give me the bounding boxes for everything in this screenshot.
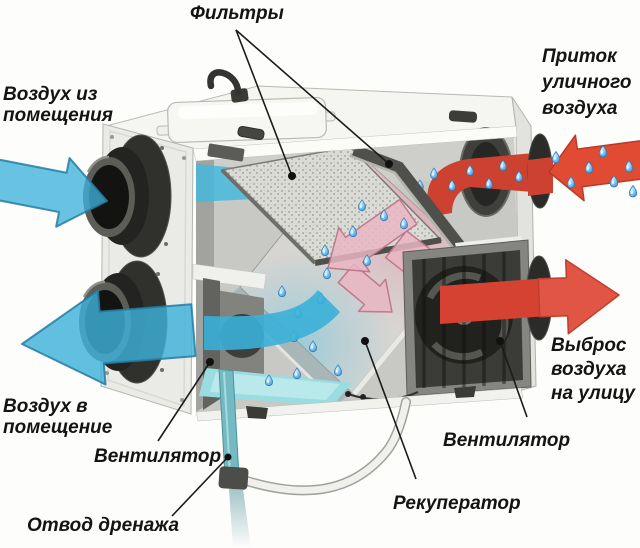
label-line: воздуха (551, 359, 627, 380)
label-line: Приток (542, 46, 617, 67)
leader-fan-right (499, 340, 528, 418)
exhaust-stream-through-fan (440, 278, 548, 324)
label-line: помещение (3, 417, 113, 438)
top-duct (83, 134, 172, 258)
lower-left-chamber (192, 263, 352, 410)
electrical-box (156, 69, 478, 162)
label-line: Воздух в (3, 396, 88, 417)
label-line: уличного (542, 72, 632, 93)
power-cable (207, 69, 242, 96)
label-air-from-room: Воздух из помещения (3, 84, 113, 126)
label-line: Выброс (551, 335, 627, 356)
label-drain-outlet: Отвод дренажа (27, 515, 180, 536)
label-line: воздуха (542, 98, 618, 119)
label-recuperator: Рекуператор (393, 493, 521, 514)
leader-filters-left (235, 29, 293, 177)
room-air-in-arrow (0, 157, 108, 228)
label-air-exhaust: Выброс воздуха на улицу (551, 334, 635, 406)
street-air-out-arrow (537, 259, 620, 335)
room-air-out-arrow (21, 289, 197, 386)
label-line: Воздух из (3, 84, 98, 105)
condensate-tray (199, 368, 352, 406)
leader-filters-right (235, 29, 390, 165)
label-air-to-room: Воздух в помещение (3, 396, 112, 438)
unit-foot-right (454, 386, 476, 398)
leader-recuperator (364, 340, 417, 480)
label-fan-right: Вентилятор (443, 430, 571, 451)
street-air-in-arrow (527, 133, 640, 209)
room-air-stream-lower (204, 290, 340, 351)
unit-foot-left (246, 406, 268, 419)
top-sensor (448, 110, 478, 123)
label-line: на улицу (551, 383, 635, 404)
label-line: помещения (3, 105, 113, 126)
label-fan-left: Вентилятор (94, 446, 222, 467)
drain-assembly (218, 368, 411, 548)
leader-fan-left (157, 361, 211, 442)
label-street-air-intake: Приток уличного воздуха (542, 44, 631, 122)
cutaway-top-frame (192, 125, 518, 162)
leader-drain (171, 456, 229, 517)
edge-handle (237, 125, 265, 141)
leader-dots (206, 160, 504, 461)
label-filters: Фильтры (190, 3, 284, 24)
filter-panel-right (349, 144, 470, 257)
drain-hose (243, 398, 410, 494)
cutaway-bottom-frame (195, 387, 524, 422)
leader-lines (157, 29, 528, 517)
drain-elbow (218, 466, 249, 490)
right-fan-chamber (345, 236, 553, 401)
